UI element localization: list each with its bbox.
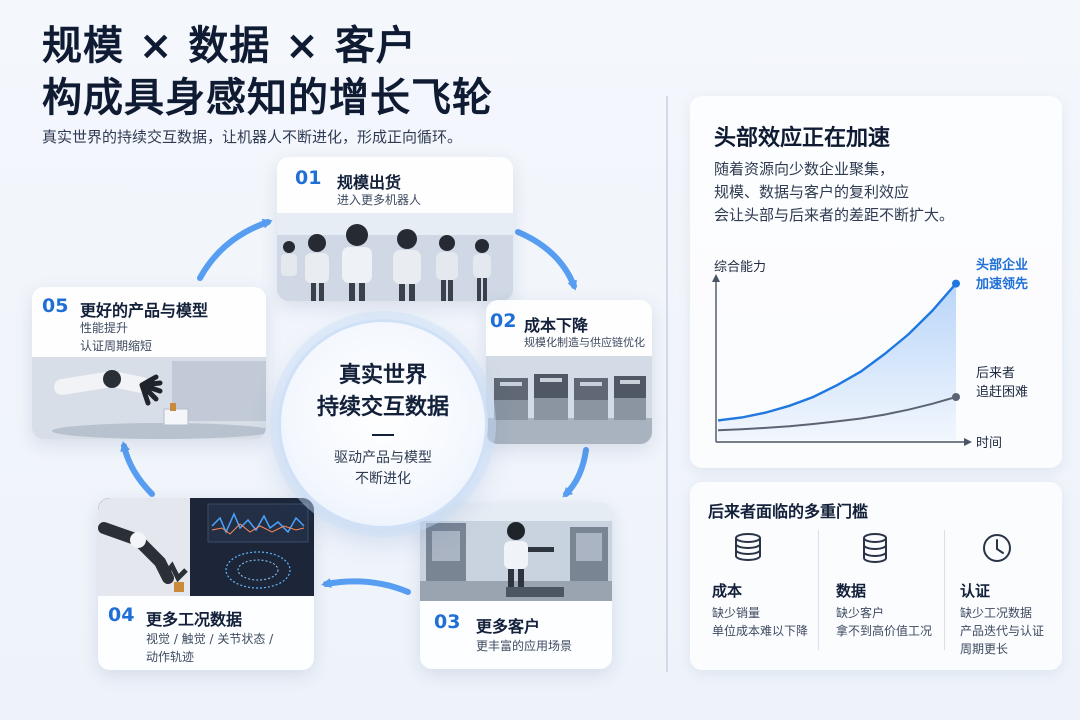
head-effect-desc: 随着资源向少数企业聚集， 规模、数据与客户的复利效应 会让头部与后来者的差距不断… xyxy=(714,158,954,227)
center-sub-line-1: 驱动产品与模型 xyxy=(334,450,432,466)
coins-icon xyxy=(735,533,761,562)
step-04-title: 更多工况数据 xyxy=(146,610,243,629)
barrier-cost-desc: 缺少销量 单位成本难以下降 xyxy=(712,604,808,640)
center-hub: 真实世界 持续交互数据 驱动产品与模型 不断进化 xyxy=(278,319,488,529)
barrier-cost-desc-2: 单位成本难以下降 xyxy=(712,624,809,638)
barrier-cert-desc-2: 产品迭代与认证 xyxy=(960,624,1045,638)
lagger-label-1: 后来者 xyxy=(976,366,1016,381)
step-03-number: 03 xyxy=(434,611,461,633)
step-01-desc: 进入更多机器人 xyxy=(337,193,422,207)
arrow-02-to-03 xyxy=(562,447,589,498)
x-axis-label: 时间 xyxy=(976,436,1003,451)
y-axis-label: 综合能力 xyxy=(714,260,767,275)
step-05-desc-2: 认证周期缩短 xyxy=(80,339,153,353)
head-effect-desc-3: 会让头部与后来者的差距不断扩大。 xyxy=(714,206,955,224)
step-01-title: 规模出货 xyxy=(337,173,402,192)
step-03-title: 更多客户 xyxy=(476,617,541,636)
step-05-desc-1: 性能提升 xyxy=(80,321,129,335)
step-02-title: 成本下降 xyxy=(524,316,589,335)
step-02-desc: 规模化制造与供应链优化 xyxy=(524,336,645,349)
head-effect-desc-2: 规模、数据与客户的复利效应 xyxy=(714,183,910,201)
barrier-cost-title: 成本 xyxy=(712,582,743,600)
barrier-separator-1 xyxy=(818,530,819,650)
database-icon xyxy=(863,533,887,564)
center-sub-line-2: 不断进化 xyxy=(355,471,411,487)
center-sub-text: 驱动产品与模型 不断进化 xyxy=(281,448,485,490)
step-04-card: 04 更多工况数据 视觉 / 触觉 / 关节状态 / 动作轨迹 xyxy=(98,498,314,670)
growth-chart xyxy=(712,274,972,446)
step-04-desc-1: 视觉 / 触觉 / 关节状态 / xyxy=(146,632,274,646)
page-title: 规模 × 数据 × 客户 构成具身感知的增长飞轮 xyxy=(42,20,493,124)
step-04-desc-2: 动作轨迹 xyxy=(146,650,195,664)
production-line-image xyxy=(486,356,652,444)
barriers-title: 后来者面临的多重门槛 xyxy=(708,502,869,521)
lagger-end-point xyxy=(952,393,960,401)
center-main-text: 真实世界 持续交互数据 xyxy=(281,360,485,424)
clock-icon xyxy=(983,534,1011,562)
head-effect-desc-1: 随着资源向少数企业聚集， xyxy=(714,160,895,178)
center-rule xyxy=(372,434,394,436)
head-effect-title: 头部效应正在加速 xyxy=(714,126,891,151)
step-02-card: 02 成本下降 规模化制造与供应链优化 xyxy=(486,300,652,444)
barrier-data-desc-2: 拿不到高价值工况 xyxy=(836,624,933,638)
barrier-separator-2 xyxy=(944,530,945,650)
step-05-number: 05 xyxy=(42,295,69,317)
barrier-cert-title: 认证 xyxy=(960,582,991,600)
step-05-title: 更好的产品与模型 xyxy=(80,301,209,320)
section-divider xyxy=(666,96,668,672)
barrier-data-desc-1: 缺少客户 xyxy=(836,606,885,620)
barrier-cert-desc-3: 周期更长 xyxy=(960,642,1009,656)
flywheel-arrows xyxy=(120,218,589,595)
title-line-1: 规模 × 数据 × 客户 xyxy=(42,23,417,69)
leader-label-2: 加速领先 xyxy=(976,277,1029,292)
center-main-line-1: 真实世界 xyxy=(338,363,427,388)
service-robot-icon xyxy=(420,503,612,601)
warehouse-robot-image xyxy=(420,503,612,601)
step-05-card: 05 更好的产品与模型 性能提升 认证周期缩短 xyxy=(32,287,266,439)
arrow-04-to-05 xyxy=(120,441,155,497)
humanoid-robots-icon xyxy=(277,213,513,301)
barrier-cert-desc-1: 缺少工况数据 xyxy=(960,606,1033,620)
leader-label: 头部企业 加速领先 xyxy=(976,256,1028,294)
arrow-05-to-01 xyxy=(197,218,273,281)
lagger-label-2: 追赶困难 xyxy=(976,385,1029,400)
step-03-desc: 更丰富的应用场景 xyxy=(476,639,573,653)
robot-arm-image xyxy=(32,357,266,439)
robots-factory-image xyxy=(277,213,513,301)
machines-icon xyxy=(486,356,652,444)
center-main-line-2: 持续交互数据 xyxy=(316,395,449,420)
step-03-card: 03 更多客户 更丰富的应用场景 xyxy=(420,503,612,669)
robot-hand-icon xyxy=(32,357,266,439)
lagger-series-line xyxy=(717,396,957,432)
lagger-label: 后来者 追赶困难 xyxy=(976,364,1028,402)
barrier-data-title: 数据 xyxy=(836,582,867,600)
step-04-number: 04 xyxy=(108,604,135,626)
leader-area xyxy=(718,283,956,440)
barriers-panel xyxy=(690,482,1062,670)
arrow-01-to-02 xyxy=(515,229,577,291)
head-effect-panel: 头部效应正在加速 随着资源向少数企业聚集， 规模、数据与客户的复利效应 会让头部… xyxy=(690,96,1062,468)
arrow-03-to-04 xyxy=(321,578,411,595)
step-02-number: 02 xyxy=(490,310,517,332)
barrier-cert-desc: 缺少工况数据 产品迭代与认证 周期更长 xyxy=(960,604,1044,658)
barrier-data-desc: 缺少客户 拿不到高价值工况 xyxy=(836,604,932,640)
title-line-2: 构成具身感知的增长飞轮 xyxy=(42,75,493,121)
leader-end-point xyxy=(952,279,960,288)
page-subtitle: 真实世界的持续交互数据，让机器人不断进化，形成正向循环。 xyxy=(42,128,463,146)
step-01-number: 01 xyxy=(295,167,322,189)
data-visual-image xyxy=(98,498,314,596)
leader-label-1: 头部企业 xyxy=(976,258,1029,273)
waveform-icon xyxy=(98,498,314,596)
barrier-cost-desc-1: 缺少销量 xyxy=(712,606,761,620)
step-01-card: 01 规模出货 进入更多机器人 xyxy=(277,157,513,301)
leader-series-line xyxy=(717,282,957,422)
